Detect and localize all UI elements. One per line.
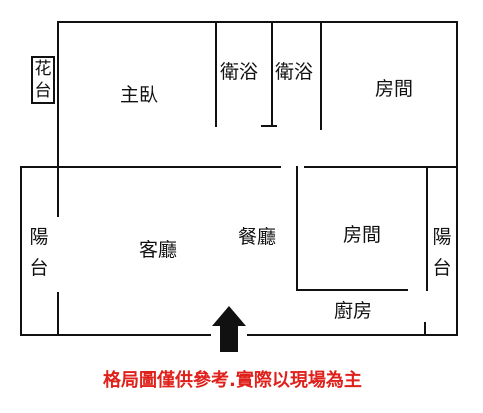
bedroom-top-right-label: 房間	[375, 78, 414, 100]
disclaimer-note: 格局圖僅供參考.實際以現場為主	[103, 370, 362, 391]
master-bedroom-label: 主臥	[120, 84, 159, 106]
arrow-up-icon	[212, 306, 246, 352]
living-room-label: 客廳	[139, 239, 178, 261]
balcony-right-label: 陽台	[432, 226, 452, 279]
flower-box-label: 花台	[31, 56, 55, 104]
bath-2-label: 衛浴	[275, 61, 314, 83]
bath-1-label: 衛浴	[220, 61, 259, 83]
dining-room-label: 餐廳	[238, 226, 277, 248]
kitchen-label: 廚房	[334, 300, 373, 322]
balcony-left-label: 陽台	[29, 226, 49, 279]
bedroom-middle-label: 房間	[343, 224, 382, 246]
